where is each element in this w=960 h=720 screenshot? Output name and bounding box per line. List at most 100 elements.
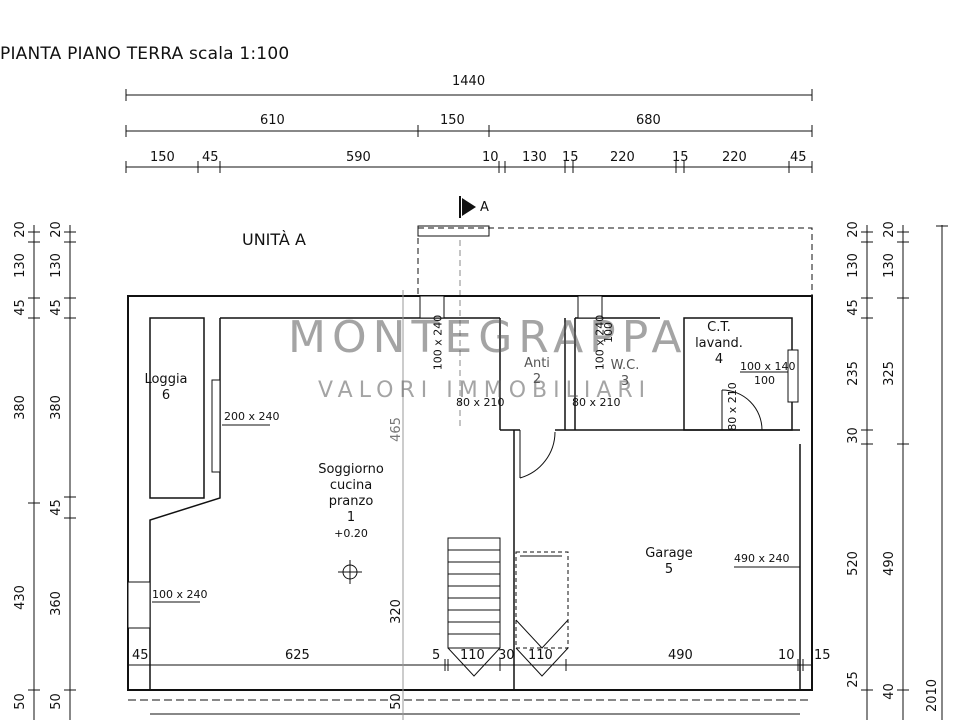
room-anti-name: Anti <box>524 356 550 371</box>
dim-ticks-top <box>125 89 813 173</box>
room-anti-number: 2 <box>532 372 542 387</box>
room-garage-name: Garage <box>645 546 693 561</box>
opening-wc-window-b: 100 x 240 <box>593 314 607 371</box>
dim-right-outer-1: 130 <box>881 253 897 278</box>
dim-left-inner-6: 50 <box>48 693 64 710</box>
dim-left-inner-5: 360 <box>48 591 64 616</box>
dim-right-inner-1: 130 <box>845 253 861 278</box>
dim-left-outer-0: 20 <box>12 221 28 238</box>
dim-right-outer-4: 40 <box>881 683 897 700</box>
room-living-line3: pranzo <box>328 494 374 509</box>
dim-top-row2-0: 610 <box>260 113 285 128</box>
room-loggia-number: 6 <box>161 388 171 403</box>
opening-ct-window: 100 x 140 <box>740 360 796 373</box>
dim-right-outer-5: 2010 <box>925 678 941 713</box>
dim-bottom-5: 110 <box>528 648 553 663</box>
dim-top-row3-5: 15 <box>562 150 579 165</box>
windows <box>127 295 799 629</box>
dim-bottom-3: 110 <box>460 648 485 663</box>
watermark-tagline: VALORI IMMOBILIARI <box>318 378 652 403</box>
room-ct-number: 4 <box>714 352 724 367</box>
room-wc: W.C. 3 <box>600 358 650 390</box>
dim-ticks-left <box>28 231 76 691</box>
room-living-line1: Soggiorno <box>318 462 384 477</box>
room-loggia-name: Loggia <box>144 372 188 387</box>
opening-stair-window: 100 x 240 <box>431 314 445 371</box>
dim-top-row2-2: 680 <box>636 113 661 128</box>
dim-bottom-4: 30 <box>498 648 515 663</box>
dim-top-row3-6: 220 <box>610 150 635 165</box>
room-ct: C.T. lavand. 4 <box>686 320 752 368</box>
dim-top-row3-3: 10 <box>482 150 499 165</box>
opening-wc-door: 80 x 210 <box>572 396 621 409</box>
dim-top-row3-9: 45 <box>790 150 807 165</box>
dim-bottom-7: 10 <box>778 648 795 663</box>
dim-bottom-1: 625 <box>285 648 310 663</box>
dim-left-outer-1: 130 <box>12 253 28 278</box>
unit-label: UNITÀ A <box>242 230 306 249</box>
dim-interior-320: 320 <box>388 599 404 624</box>
dim-top-row2-1: 150 <box>440 113 465 128</box>
doors <box>519 389 763 479</box>
dim-right-inner-5: 520 <box>845 551 861 576</box>
room-ct-line1: C.T. <box>707 320 731 335</box>
dim-right-inner-3: 235 <box>845 361 861 386</box>
room-living-number: 1 <box>346 510 356 525</box>
dim-left-outer-3: 380 <box>12 395 28 420</box>
room-living-line2: cucina <box>329 478 373 493</box>
dim-bottom-8: 15 <box>814 648 831 663</box>
dim-right-outer-0: 20 <box>881 221 897 238</box>
dim-left-outer-2: 45 <box>12 299 28 316</box>
dim-top-row3-1: 45 <box>202 150 219 165</box>
dim-left-inner-4: 45 <box>48 499 64 516</box>
room-anti: Anti 2 <box>514 356 560 388</box>
leader-lines <box>152 290 800 720</box>
dim-top-row3-7: 15 <box>672 150 689 165</box>
dim-right-inner-4: 30 <box>845 427 861 444</box>
dim-bottom-0: 45 <box>132 648 149 663</box>
dim-right-outer-3: 490 <box>881 551 897 576</box>
room-wc-name: W.C. <box>610 358 640 373</box>
dim-top-row3-0: 150 <box>150 150 175 165</box>
dim-bottom-6: 490 <box>668 648 693 663</box>
watermark-logo-text: MONTEGRAPPA <box>288 312 688 363</box>
level-marker-symbol <box>338 560 362 584</box>
room-garage-number: 5 <box>664 562 674 577</box>
section-label: A <box>480 200 489 215</box>
room-loggia: Loggia 6 <box>136 372 196 404</box>
dim-left-inner-0: 20 <box>48 221 64 238</box>
dim-right-inner-2: 45 <box>845 299 861 316</box>
staircase <box>447 537 569 677</box>
upper-floor-projection <box>417 227 813 430</box>
dim-left-outer-5: 50 <box>12 693 28 710</box>
dim-top-row3-2: 590 <box>346 150 371 165</box>
dim-bottom-2: 5 <box>432 648 441 663</box>
dim-right-inner-0: 20 <box>845 221 861 238</box>
dim-top-row3-8: 220 <box>722 150 747 165</box>
opening-living-window: 100 x 240 <box>152 588 208 601</box>
opening-garage-door: 490 x 240 <box>734 552 790 565</box>
dim-left-inner-2: 45 <box>48 299 64 316</box>
dim-right-inner-6: 25 <box>845 671 861 688</box>
dim-ticks-right <box>861 225 948 691</box>
section-arrow-icon <box>459 196 476 218</box>
dim-interior-50: 50 <box>388 693 404 710</box>
section-cut-top <box>417 225 490 237</box>
opening-anti-door: 80 x 210 <box>456 396 505 409</box>
room-ct-line2: lavand. <box>695 336 743 351</box>
room-wc-number: 3 <box>620 374 630 389</box>
dim-right-outer-2: 325 <box>881 361 897 386</box>
room-living: Soggiorno cucina pranzo 1 +0.20 <box>306 462 396 542</box>
opening-ct-door: 80 x 210 <box>725 382 739 431</box>
drawing-title: PIANTA PIANO TERRA scala 1:100 <box>0 44 290 64</box>
dim-total: 1440 <box>452 74 486 89</box>
dim-left-outer-4: 430 <box>12 585 28 610</box>
room-garage: Garage 5 <box>634 546 704 578</box>
dim-top-row3-4: 130 <box>522 150 547 165</box>
dim-left-inner-1: 130 <box>48 253 64 278</box>
dim-interior-465: 465 <box>388 417 404 442</box>
dim-left-inner-3: 380 <box>48 395 64 420</box>
opening-loggia-window: 200 x 240 <box>224 410 280 423</box>
opening-ct-window-b: 100 <box>754 374 775 387</box>
